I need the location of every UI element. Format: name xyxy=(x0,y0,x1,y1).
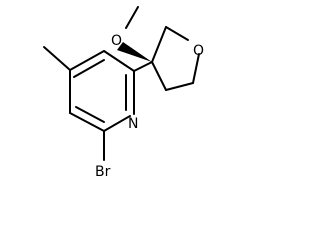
bond-oxolane-c3-c2 xyxy=(151,26,167,63)
bond-oxolane-c5-c4 xyxy=(165,82,194,91)
bond-c4-c5-double xyxy=(73,59,105,78)
bond-pyridine-oxolane xyxy=(133,61,153,72)
bond-c4-c5 xyxy=(69,50,105,71)
bond-c5-c6 xyxy=(103,50,135,72)
bond-oxolane-o-c5 xyxy=(192,53,200,84)
structure-canvas: O O N Br xyxy=(43,6,204,180)
bond-oxolane-c2-o xyxy=(165,26,189,41)
atom-label-bromine: Br xyxy=(95,164,111,180)
atom-label-ring-oxygen: O xyxy=(193,43,204,59)
bond-methoxy-methyl xyxy=(125,6,139,29)
stereo-wedge-bond xyxy=(117,42,152,62)
bond-methyl xyxy=(43,46,71,71)
molecule-structure: O O N Br xyxy=(43,6,204,180)
bond-oxolane-c4-c3 xyxy=(151,61,167,91)
bond-n1-c2 xyxy=(103,115,131,132)
bond-c2-c3 xyxy=(69,112,105,132)
atom-label-methoxy-oxygen: O xyxy=(111,33,122,49)
atom-label-nitrogen: N xyxy=(128,116,138,132)
bond-c2-c3-double xyxy=(75,106,105,123)
